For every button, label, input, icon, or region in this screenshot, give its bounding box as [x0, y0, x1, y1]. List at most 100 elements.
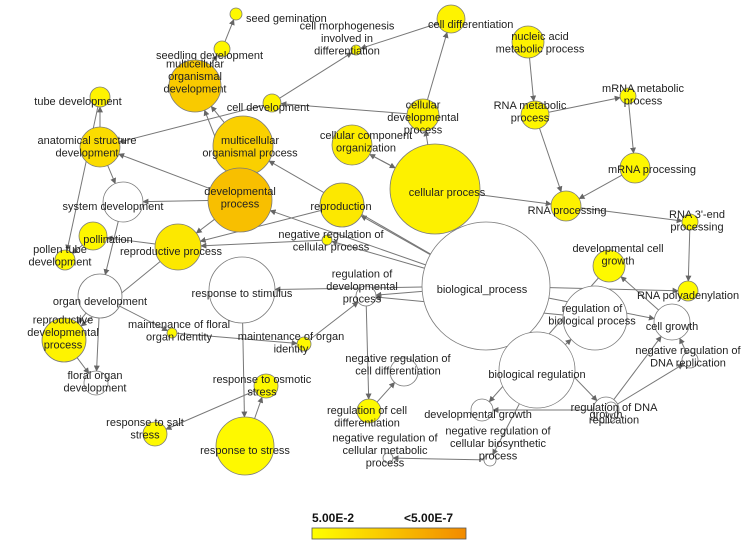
node-reproduction[interactable]: reproduction [310, 182, 372, 228]
node-circle[interactable] [319, 182, 365, 228]
node-circle[interactable] [54, 249, 76, 271]
node-circle[interactable] [619, 152, 651, 184]
node-circle[interactable] [520, 100, 550, 130]
node-circle[interactable] [229, 7, 243, 21]
node-circle[interactable] [77, 273, 123, 319]
node-circle[interactable] [498, 331, 576, 409]
color-legend: 5.00E-2 <5.00E-7 [311, 511, 467, 540]
node-circle[interactable] [406, 98, 440, 132]
node-circle[interactable] [168, 59, 222, 113]
node-system_development[interactable]: system development [63, 181, 164, 223]
node-cellular_process[interactable]: cellular process [389, 143, 486, 235]
node-mrna_processing[interactable]: mRNA processing [608, 152, 696, 184]
node-response_stress[interactable]: response to stress [200, 416, 290, 476]
node-circle[interactable] [78, 221, 108, 251]
node-biological_regulation[interactable]: biological regulation [488, 331, 586, 409]
node-circle[interactable] [208, 256, 276, 324]
node-circle[interactable] [102, 181, 144, 223]
node-circle[interactable] [321, 234, 333, 246]
node-cell_growth[interactable]: cell growth [646, 303, 699, 341]
node-circle[interactable] [331, 124, 373, 166]
node-circle[interactable] [389, 357, 419, 387]
node-response_to_stimulus[interactable]: response to stimulus [192, 256, 293, 324]
node-seedling_development[interactable]: seedling development [156, 40, 263, 62]
node-circle[interactable] [154, 223, 202, 271]
edge-cellular_developmental-to-cell_development [280, 101, 408, 115]
node-circle[interactable] [483, 453, 497, 467]
node-rna_processing[interactable]: RNA processing [528, 190, 607, 222]
node-circle[interactable] [262, 93, 282, 113]
node-circle[interactable] [213, 40, 231, 58]
node-circle[interactable] [681, 351, 699, 369]
node-circle[interactable] [253, 373, 279, 399]
node-developmental_growth[interactable]: developmental growth [424, 398, 532, 422]
node-circle[interactable] [296, 336, 312, 352]
node-circle[interactable] [355, 285, 377, 307]
node-seed_germination[interactable]: seed gemination [229, 7, 327, 25]
node-circle[interactable] [619, 87, 637, 105]
node-circle[interactable] [89, 86, 111, 108]
node-label: process [479, 451, 518, 463]
node-circle[interactable] [166, 327, 178, 339]
node-circle[interactable] [550, 190, 582, 222]
node-circle[interactable] [382, 452, 394, 464]
node-circle[interactable] [207, 167, 273, 233]
node-circle[interactable] [356, 398, 382, 424]
node-circle[interactable] [436, 4, 466, 34]
node-circle[interactable] [604, 401, 618, 415]
node-label: regulation of [562, 303, 623, 315]
node-circle[interactable] [79, 126, 121, 168]
node-organ_development[interactable]: organ development [53, 273, 147, 319]
edge-rna_metabolic-to-mrna_metabolic [548, 95, 621, 113]
node-circle[interactable] [215, 416, 275, 476]
node-circle[interactable] [653, 303, 691, 341]
node-cell_development[interactable]: cell development [227, 93, 310, 114]
node-circle[interactable] [681, 213, 699, 231]
node-reproductive_process[interactable]: reproductive process [120, 223, 223, 271]
node-circle[interactable] [511, 25, 545, 59]
node-circle[interactable] [389, 143, 481, 235]
node-circle[interactable] [677, 280, 699, 302]
node-rna_polyadenylation[interactable]: RNA polyadenylation [637, 280, 739, 302]
node-circle[interactable] [421, 221, 551, 351]
node-circle[interactable] [592, 249, 626, 283]
node-circle[interactable] [142, 421, 168, 447]
node-circle[interactable] [83, 370, 109, 396]
node-tube_development[interactable]: tube development [34, 86, 122, 108]
node-circle[interactable] [41, 317, 87, 363]
node-circle[interactable] [470, 398, 494, 422]
node-circle[interactable] [562, 285, 628, 351]
node-pollination[interactable]: pollination [78, 221, 133, 251]
node-cell_differentiation[interactable]: cell differentiation [428, 4, 513, 34]
node-circle[interactable] [350, 44, 362, 56]
node-biological_process[interactable]: biological_process [421, 221, 551, 351]
